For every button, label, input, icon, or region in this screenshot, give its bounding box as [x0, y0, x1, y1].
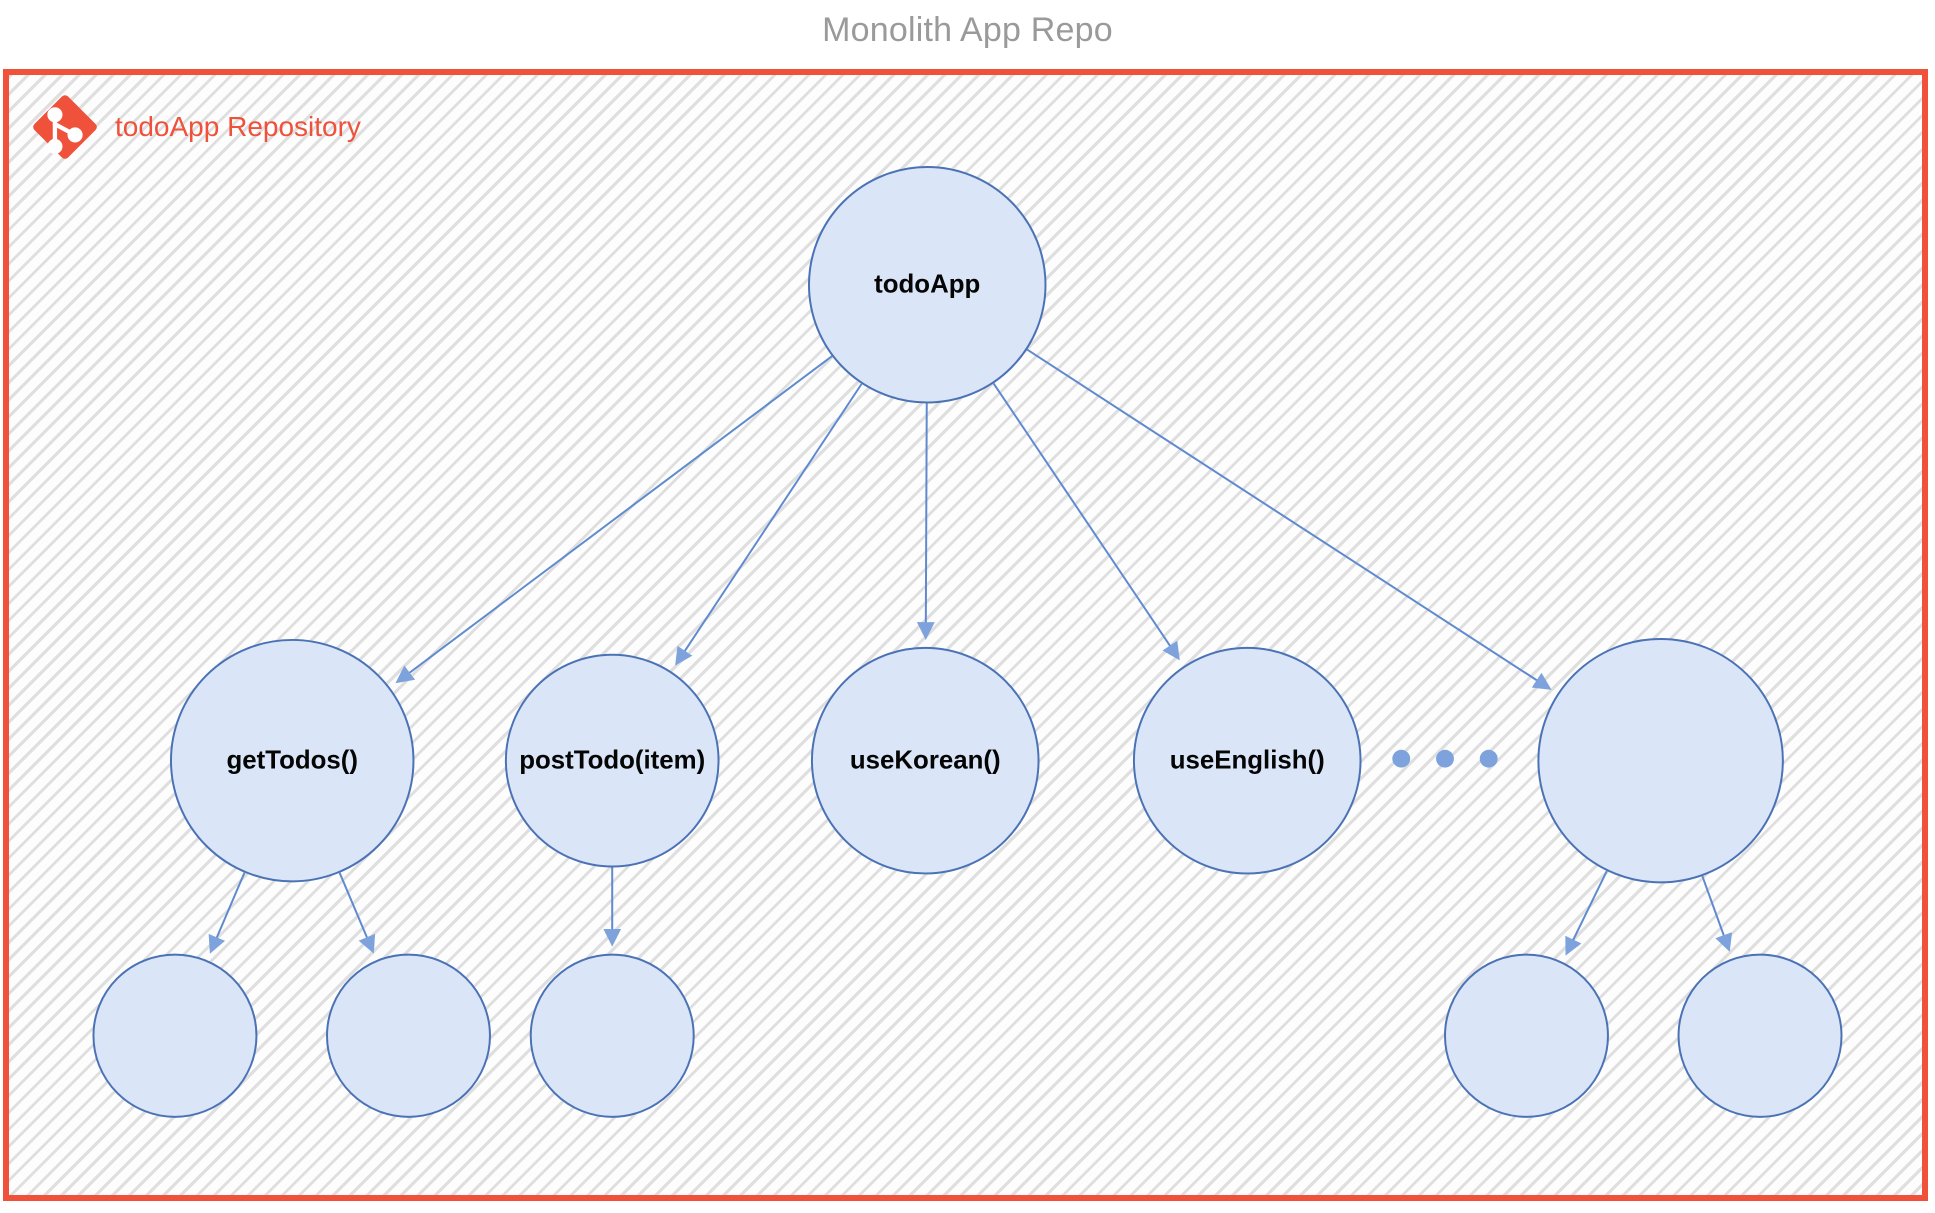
ellipsis-dot-2: [1436, 749, 1454, 768]
node-usekorean[interactable]: useKorean(): [810, 646, 1040, 875]
node-circle[interactable]: [807, 166, 1047, 404]
edge-todoapp-to-usekorean: [916, 403, 935, 640]
node-circle[interactable]: [326, 953, 491, 1118]
edges-group: [208, 348, 1733, 956]
node-leaf-3[interactable]: [529, 953, 695, 1118]
node-circle[interactable]: [1537, 637, 1784, 884]
edge-more-node-to-leaf-4: [1565, 870, 1608, 956]
node-leaf-5[interactable]: [1677, 953, 1843, 1118]
node-circle[interactable]: [1677, 953, 1843, 1118]
repository-header: todoApp Repository: [29, 91, 361, 163]
node-todoapp[interactable]: todoApp: [807, 166, 1047, 404]
node-circle[interactable]: [1443, 953, 1609, 1118]
ellipsis-dot-1: [1392, 749, 1411, 768]
edge-gettodos-to-leaf-1: [208, 872, 246, 954]
edge-todoapp-to-gettodos: [395, 355, 833, 684]
dependency-graph: todoApp getTodos() postTodo(item) useKorean…: [92, 166, 1843, 1118]
node-leaf-4[interactable]: [1443, 953, 1609, 1118]
node-circle[interactable]: [169, 638, 415, 883]
node-circle[interactable]: [810, 646, 1040, 875]
ellipsis-dot-3: [1479, 749, 1498, 768]
node-circle[interactable]: [1132, 646, 1362, 875]
node-leaf-1[interactable]: [92, 953, 258, 1118]
node-useenglish[interactable]: useEnglish(): [1132, 646, 1362, 875]
edge-gettodos-to-leaf-2: [338, 872, 376, 954]
node-gettodos[interactable]: getTodos(): [169, 638, 415, 883]
edge-todoapp-to-useenglish: [992, 382, 1180, 661]
node-posttodo[interactable]: postTodo(item): [504, 653, 720, 868]
node-leaf-2[interactable]: [326, 953, 491, 1118]
node-more-node[interactable]: [1537, 637, 1784, 884]
ellipsis-indicator: [1392, 749, 1498, 768]
nodes-group: todoApp getTodos() postTodo(item) useKorean…: [92, 166, 1843, 1118]
repository-label: todoApp Repository: [115, 111, 361, 142]
edge-todoapp-to-more-node: [1026, 348, 1552, 690]
page-title: Monolith App Repo: [822, 11, 1113, 49]
git-icon: [33, 95, 97, 159]
repository-container: todoApp Repository todoApp getTodos() post…: [3, 69, 1928, 1201]
node-circle[interactable]: [529, 953, 695, 1118]
edge-more-node-to-leaf-5: [1701, 875, 1733, 952]
node-circle[interactable]: [92, 953, 258, 1118]
node-circle[interactable]: [504, 653, 720, 868]
edge-todoapp-to-posttodo: [675, 383, 863, 666]
